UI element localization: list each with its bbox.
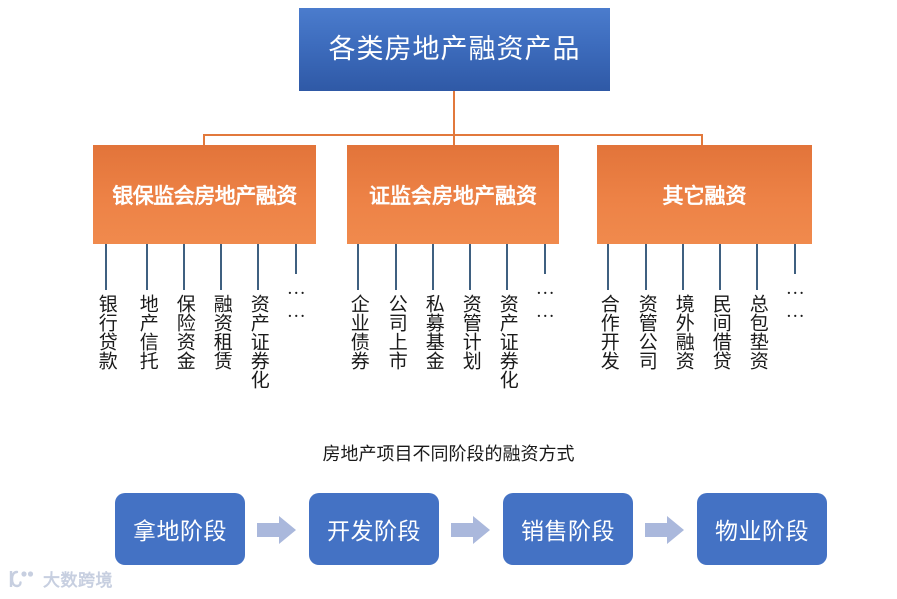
leaf-tick-line <box>220 244 222 290</box>
leaf-tick-line <box>682 244 684 290</box>
root-node-label: 各类房地产融资产品 <box>328 34 581 64</box>
leaf-label: 保险资金 <box>173 294 195 370</box>
leaf-item-ellipsis: …… <box>283 244 309 324</box>
leaf-label: 私募基金 <box>422 294 444 370</box>
leaf-item: 资管公司 <box>633 244 659 370</box>
leaf-item: 地产信托 <box>134 244 160 370</box>
category-node-3: 其它融资 <box>597 145 812 244</box>
leaf-item: 保险资金 <box>171 244 197 370</box>
leaf-label: 银行贷款 <box>95 294 117 370</box>
leaf-item: 合作开发 <box>595 244 621 370</box>
leaf-label: 公司上市 <box>385 294 407 370</box>
leaf-tick-line <box>146 244 148 290</box>
leaf-item: 融资租赁 <box>208 244 234 370</box>
stage-node-1-label: 拿地阶段 <box>133 518 227 544</box>
leaf-label: 资管公司 <box>635 294 657 370</box>
leaf-tick-line <box>257 244 259 290</box>
stage-node-4-label: 物业阶段 <box>715 518 809 544</box>
leaf-label: …… <box>784 278 806 324</box>
leaf-label: 融资租赁 <box>210 294 232 370</box>
stage-node-2-label: 开发阶段 <box>327 518 421 544</box>
stage-node-3-label: 销售阶段 <box>521 518 615 544</box>
leaf-item: 资产证券化 <box>494 244 520 389</box>
leaf-label: 资管计划 <box>459 294 481 370</box>
leaf-tick-line <box>607 244 609 290</box>
leaf-tick-line <box>506 244 508 290</box>
leaf-label: 地产信托 <box>136 294 158 370</box>
leaf-tick-line <box>544 244 546 274</box>
leaf-label: 企业债券 <box>347 294 369 370</box>
leaf-item-ellipsis: …… <box>782 244 808 324</box>
leaf-tick-line <box>469 244 471 290</box>
leaf-item: 民间借贷 <box>707 244 733 370</box>
stage-node-3: 销售阶段 <box>503 493 633 565</box>
arrow-right-icon <box>645 514 685 546</box>
leaf-item: 境外融资 <box>670 244 696 370</box>
leaf-label: 资产证券化 <box>496 294 518 389</box>
category-node-3-label: 其它融资 <box>662 184 747 208</box>
watermark-label: 大数跨境 <box>43 571 113 590</box>
leaf-item: 资管计划 <box>457 244 483 370</box>
leaf-label: …… <box>534 278 556 324</box>
leaf-label: 合作开发 <box>597 294 619 370</box>
category-node-1: 银保监会房地产融资 <box>93 145 316 244</box>
leaf-label: …… <box>285 278 307 324</box>
leaf-tick-line <box>719 244 721 290</box>
stage-node-4: 物业阶段 <box>697 493 827 565</box>
leaf-item: 总包垫资 <box>744 244 770 370</box>
leaf-item: 企业债券 <box>345 244 371 370</box>
section-caption: 房地产项目不同阶段的融资方式 <box>322 444 575 464</box>
leaf-item: 银行贷款 <box>93 244 119 370</box>
leaf-tick-line <box>432 244 434 290</box>
leaf-item: 公司上市 <box>383 244 409 370</box>
leaf-tick-line <box>794 244 796 274</box>
category-node-2-label: 证监会房地产融资 <box>369 184 537 208</box>
leaf-tick-line <box>295 244 297 274</box>
leaf-tick-line <box>395 244 397 290</box>
stage-node-2: 开发阶段 <box>309 493 439 565</box>
connector-branch-left <box>203 134 205 146</box>
arrow-right-icon <box>257 514 297 546</box>
stage-node-1: 拿地阶段 <box>115 493 245 565</box>
leaf-item: 资产证券化 <box>245 244 271 389</box>
leaf-item: 私募基金 <box>420 244 446 370</box>
leaf-label: 总包垫资 <box>746 294 768 370</box>
leaf-tick-line <box>105 244 107 290</box>
leaf-label: 境外融资 <box>672 294 694 370</box>
connector-branch-right <box>701 134 703 146</box>
connector-root-vertical <box>453 91 455 145</box>
connector-horizontal-bus <box>203 134 703 136</box>
arrow-right-icon <box>451 514 491 546</box>
brand-logo-icon <box>8 568 38 590</box>
root-node-financing-products: 各类房地产融资产品 <box>299 8 610 91</box>
leaf-label: 民间借贷 <box>709 294 731 370</box>
category-node-1-label: 银保监会房地产融资 <box>112 184 297 208</box>
leaf-tick-line <box>183 244 185 290</box>
watermark: 大数跨境 <box>8 566 113 591</box>
leaf-tick-line <box>756 244 758 290</box>
leaf-label: 资产证券化 <box>247 294 269 389</box>
leaf-tick-line <box>645 244 647 290</box>
leaf-tick-line <box>357 244 359 290</box>
category-node-2: 证监会房地产融资 <box>347 145 559 244</box>
leaf-item-ellipsis: …… <box>532 244 558 324</box>
